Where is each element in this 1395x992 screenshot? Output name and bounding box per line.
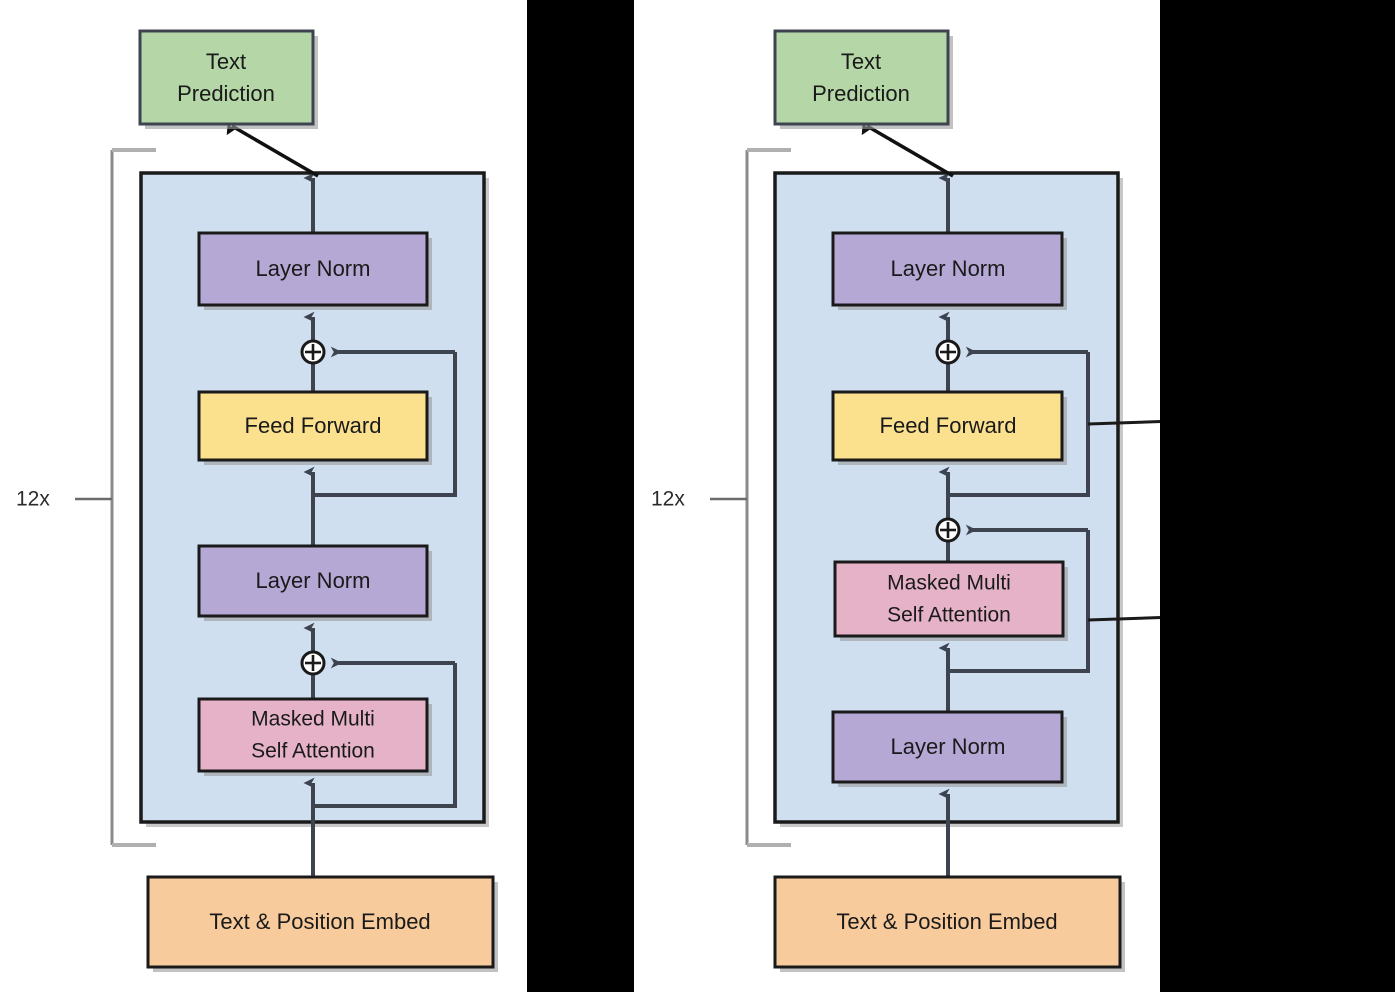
layer-norm-top-label-left: Layer Norm (256, 256, 371, 281)
flow-block-to-text-prediction-left (226, 121, 319, 178)
feed-forward-label-left: Feed Forward (245, 413, 382, 438)
panel-left: 12x Text Prediction (16, 29, 498, 972)
residual-add-feed-forward-left (300, 339, 326, 365)
layer-norm-bottom-box-right: Layer Norm (831, 710, 1067, 787)
residual-path-attention-right-visible (948, 530, 1090, 673)
masked-attention-box-left: Masked Multi Self Attention (197, 697, 432, 776)
residual-add-feed-forward-right (935, 339, 961, 365)
layer-norm-top-box-right: Layer Norm (831, 231, 1067, 310)
right-black-band (1160, 0, 1395, 992)
layer-norm-top-box-left: Layer Norm (197, 231, 432, 310)
left-black-band (527, 0, 634, 992)
residual-path-feedforward-left (313, 352, 457, 497)
residual-path-attention-left (313, 663, 457, 808)
masked-attention-label-right-line1: Masked Multi (887, 572, 1011, 595)
text-prediction-label-line1: Text (206, 49, 246, 74)
text-prediction-label-right-line2: Prediction (812, 81, 910, 106)
feed-forward-label-right: Feed Forward (880, 413, 1017, 438)
repeat-count-label-right: 12x (651, 488, 685, 511)
text-prediction-label-line2: Prediction (177, 81, 275, 106)
masked-attention-label-left-line2: Self Attention (251, 740, 375, 763)
embedding-box-right: Text & Position Embed (773, 875, 1125, 972)
residual-add-attention-right (935, 517, 961, 543)
layer-norm-bottom-box-left: Layer Norm (197, 544, 432, 621)
embedding-label-right: Text & Position Embed (836, 909, 1057, 934)
text-prediction-label-right-line1: Text (841, 49, 881, 74)
embedding-box-left: Text & Position Embed (146, 875, 498, 972)
masked-attention-box-right: Masked Multi Self Attention (833, 560, 1068, 641)
flow-block-to-text-prediction-right (861, 121, 954, 178)
repeat-bracket-right (710, 148, 791, 847)
panel-right: 12x Text Prediction (651, 29, 1176, 972)
text-prediction-box-left: Text Prediction (138, 29, 318, 129)
repeat-bracket-left (75, 148, 156, 847)
feed-forward-box-right: Feed Forward (831, 390, 1067, 465)
layer-norm-top-label-right: Layer Norm (891, 256, 1006, 281)
masked-attention-label-left-line1: Masked Multi (251, 708, 375, 731)
layer-norm-bottom-label-right: Layer Norm (891, 734, 1006, 759)
layer-norm-bottom-label-left: Layer Norm (256, 568, 371, 593)
feed-forward-box-left: Feed Forward (197, 390, 432, 465)
residual-add-attention-left (300, 650, 326, 676)
repeat-count-label-left: 12x (16, 488, 50, 511)
text-prediction-box-right: Text Prediction (773, 29, 953, 129)
masked-attention-label-right-line2: Self Attention (887, 604, 1011, 627)
residual-path-feedforward-right (948, 352, 1090, 497)
embedding-label-left: Text & Position Embed (209, 909, 430, 934)
